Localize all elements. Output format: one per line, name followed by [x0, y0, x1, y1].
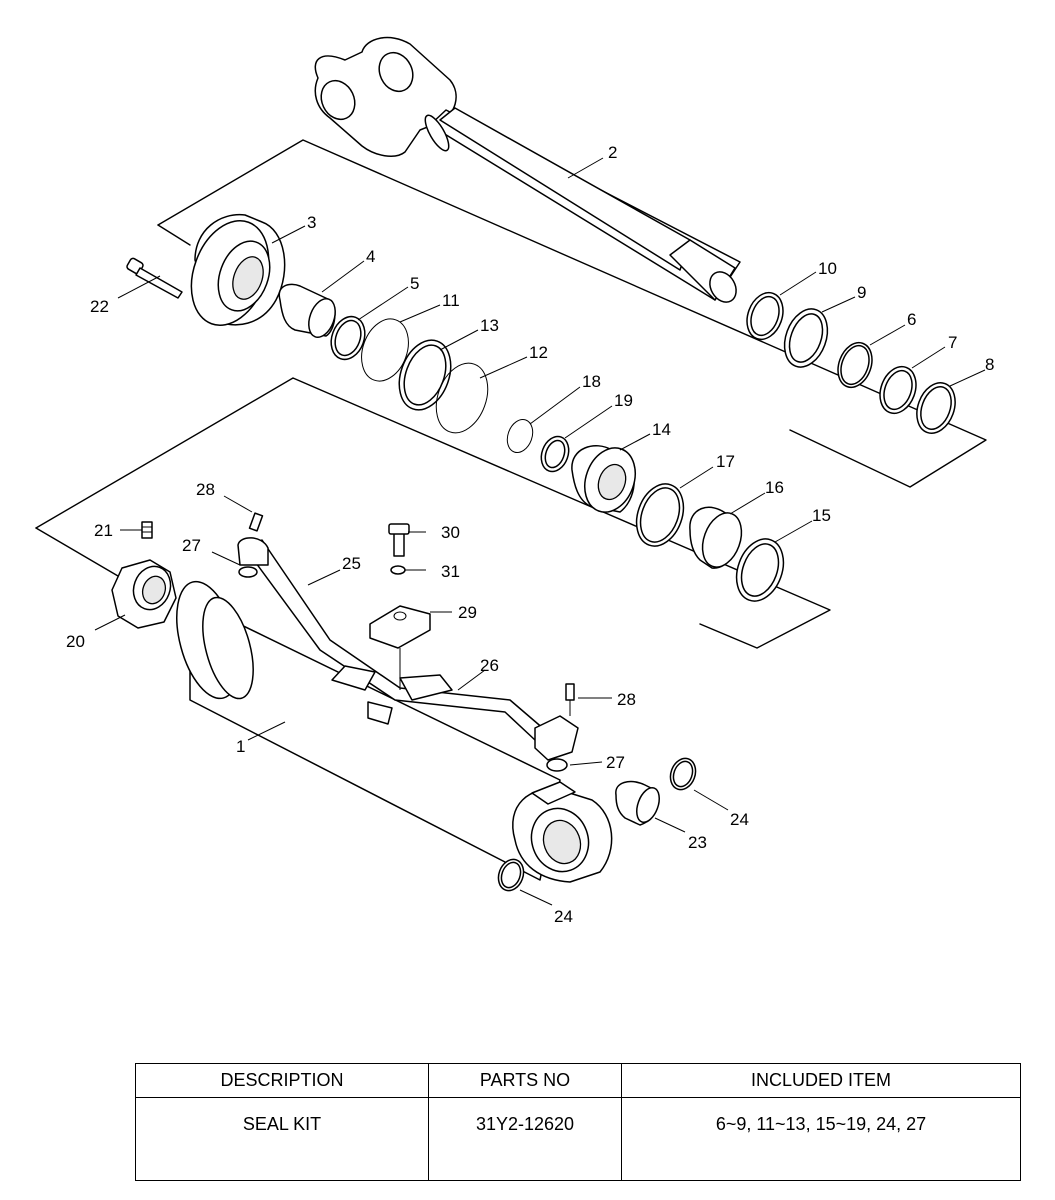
header-description: DESCRIPTION: [135, 1063, 429, 1098]
label-26: 26: [480, 656, 499, 675]
label-21: 21: [94, 521, 113, 540]
label-8: 8: [985, 355, 994, 374]
lock-nut: [111, 521, 177, 629]
label-31: 31: [441, 562, 460, 581]
part-labels: 1 2 3 4 5 6 7 8 9 10 11 12 13 14 15 16 1…: [66, 143, 994, 926]
label-1: 1: [236, 737, 245, 756]
cell-parts-no: 31Y2-12620: [428, 1097, 622, 1181]
label-10: 10: [818, 259, 837, 278]
label-12: 12: [529, 343, 548, 362]
label-14: 14: [652, 420, 671, 439]
bolt-22: [126, 257, 183, 299]
label-25: 25: [342, 554, 361, 573]
header-parts-no: PARTS NO: [428, 1063, 622, 1098]
label-22: 22: [90, 297, 109, 316]
label-13: 13: [480, 316, 499, 335]
label-5: 5: [410, 274, 419, 293]
cell-description: SEAL KIT: [135, 1097, 429, 1181]
clamp: [369, 523, 431, 690]
bracket-lines: [35, 139, 987, 649]
seal-rings-right: [746, 291, 956, 434]
label-3: 3: [307, 213, 316, 232]
small-parts: [238, 512, 697, 892]
label-11: 11: [442, 291, 460, 310]
cylinder-tube: [176, 580, 613, 883]
label-24: 24: [730, 810, 749, 829]
label-15: 15: [812, 506, 831, 525]
seal-kit-table: DESCRIPTION PARTS NO INCLUDED ITEM SEAL …: [135, 1063, 1021, 1181]
label-9: 9: [857, 283, 866, 302]
label-27b: 27: [606, 753, 625, 772]
label-16: 16: [765, 478, 784, 497]
label-17: 17: [716, 452, 735, 471]
label-20: 20: [66, 632, 85, 651]
label-27: 27: [182, 536, 201, 555]
label-2: 2: [608, 143, 617, 162]
label-30: 30: [441, 523, 460, 542]
seal-rings-upper: [278, 283, 785, 602]
label-19: 19: [614, 391, 633, 410]
rod-cover: [190, 213, 286, 326]
pipes: [237, 537, 579, 761]
label-18: 18: [582, 372, 601, 391]
cell-included-item: 6~9, 11~13, 15~19, 24, 27: [621, 1097, 1021, 1181]
header-included-item: INCLUDED ITEM: [621, 1063, 1021, 1098]
table-row: SEAL KIT 31Y2-12620 6~9, 11~13, 15~19, 2…: [135, 1097, 1021, 1181]
label-28b: 28: [617, 690, 636, 709]
exploded-parts-diagram: 1 2 3 4 5 6 7 8 9 10 11 12 13 14 15 16 1…: [35, 36, 994, 926]
leader-lines: [94, 157, 986, 906]
label-23: 23: [688, 833, 707, 852]
piston-rod: [314, 36, 741, 303]
label-24b: 24: [554, 907, 573, 926]
label-28: 28: [196, 480, 215, 499]
label-4: 4: [366, 247, 375, 266]
label-7: 7: [948, 333, 957, 352]
label-6: 6: [907, 310, 916, 329]
label-29: 29: [458, 603, 477, 622]
table-header-row: DESCRIPTION PARTS NO INCLUDED ITEM: [135, 1063, 1021, 1098]
